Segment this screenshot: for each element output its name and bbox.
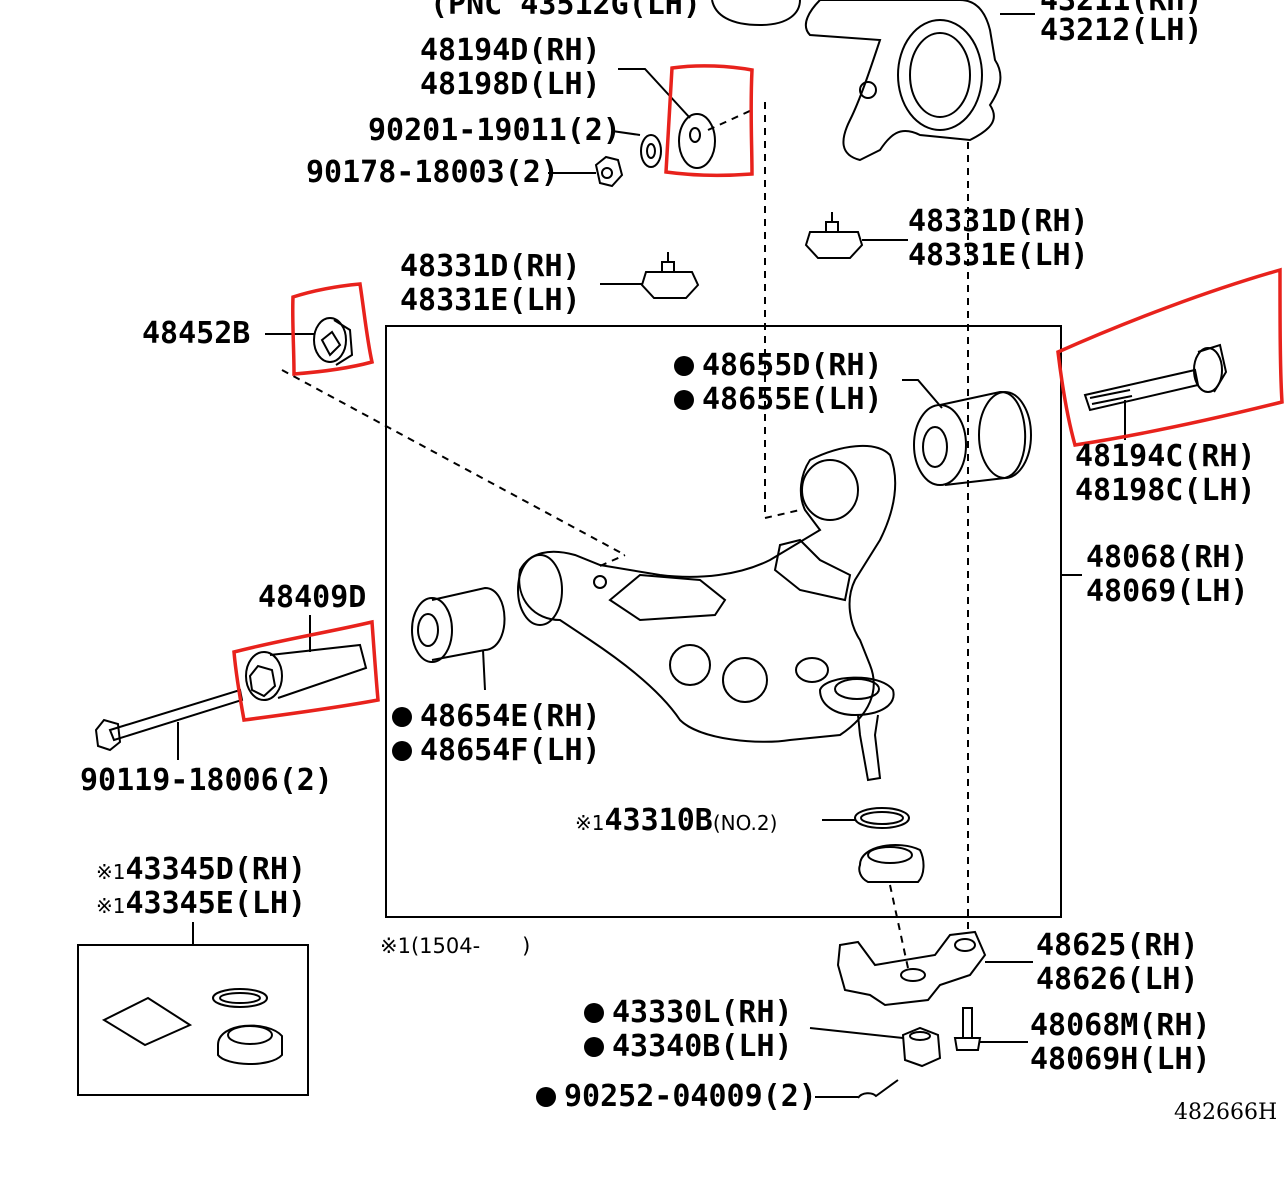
label-48331e-lh-upper: 48331E(LH)	[908, 238, 1089, 273]
label-48198d-lh: 48198D(LH)	[420, 67, 601, 102]
label-48654f-lh-text: 48654F(LH)	[420, 733, 601, 768]
label-90252-04009: 90252-04009(2)	[536, 1080, 817, 1114]
bullet-dot	[584, 1003, 604, 1023]
ref-mark: ※1	[575, 811, 605, 835]
label-90252-04009-text: 90252-04009(2)	[564, 1079, 817, 1114]
bullet-dot	[674, 390, 694, 410]
label-48331d-rh: 48331D(RH)	[400, 249, 581, 284]
highlight-camber-plate	[664, 64, 754, 178]
ref-mark: ※1	[96, 860, 126, 884]
camber-cam-plate	[618, 68, 716, 169]
ball-joint-kit-box	[77, 944, 309, 1096]
label-43345d-rh-text: 43345D(RH)	[125, 852, 307, 887]
footnote-production-date: ※1(1504- )	[380, 934, 531, 958]
nut-90178	[548, 155, 624, 188]
label-48654f-lh: 48654F(LH)	[392, 734, 601, 768]
label-48331e-lh: 48331E(LH)	[400, 283, 581, 318]
bushing-48654e	[411, 586, 506, 691]
cam-bolt-48194c	[1083, 343, 1228, 440]
label-43345d-rh: ※143345D(RH)	[96, 853, 306, 889]
label-48452b: 48452B	[142, 316, 251, 351]
dust-boot	[858, 844, 925, 883]
label-48194c-rh: 48194C(RH)	[1075, 439, 1256, 474]
bullet-dot	[392, 741, 412, 761]
label-90119-18006: 90119-18006(2)	[80, 763, 333, 798]
label-48409d: 48409D	[258, 580, 367, 615]
label-48655e-lh: 48655E(LH)	[674, 383, 883, 417]
highlight-cam-bolt	[1056, 267, 1284, 447]
label-48068-rh: 48068(RH)	[1086, 540, 1249, 575]
lower-arm-assembly-box	[385, 325, 1062, 918]
label-48069h-lh: 48069H(LH)	[1030, 1042, 1211, 1077]
label-48194d-rh: 48194D(RH)	[420, 33, 601, 68]
washer-90201	[611, 130, 662, 168]
bushing-48655d	[902, 379, 1032, 486]
label-48068m-rh: 48068M(RH)	[1030, 1008, 1211, 1043]
label-43310b-text: 43310B	[604, 803, 713, 838]
label-43340b-lh-text: 43340B(LH)	[612, 1029, 793, 1064]
ref-mark: ※1	[96, 894, 126, 918]
label-48069-lh: 48069(LH)	[1086, 574, 1249, 609]
bolt-90119	[94, 688, 244, 760]
highlight-cam-cap	[290, 282, 375, 376]
label-43340b-lh: 43340B(LH)	[584, 1030, 793, 1064]
label-pnc-43512g: (PNC 43512G(LH)	[430, 0, 701, 22]
highlight-cam-48409d	[232, 619, 380, 722]
label-43310b-note: (NO.2)	[712, 811, 778, 835]
steering-knuckle	[711, 0, 1035, 162]
reference-dashed-lines	[281, 102, 969, 969]
label-48654e-rh-text: 48654E(RH)	[420, 699, 601, 734]
bump-stopper-upper	[804, 212, 908, 259]
lower-control-arm	[517, 444, 897, 782]
label-48625-rh: 48625(RH)	[1036, 928, 1199, 963]
red-highlight-marks	[232, 64, 1284, 722]
label-48654e-rh: 48654E(RH)	[392, 700, 601, 734]
label-43345e-lh: ※143345E(LH)	[96, 887, 306, 923]
bolt-48068m	[953, 1007, 1028, 1051]
kit-box-parts	[101, 988, 283, 1065]
bullet-dot	[536, 1087, 556, 1107]
bump-stopper-lower	[600, 252, 700, 299]
cam-cap-48452b	[265, 317, 354, 366]
cotter-pin	[815, 1079, 899, 1099]
label-43212-lh: 43212(LH)	[1040, 13, 1203, 48]
castle-nut	[809, 1026, 942, 1068]
label-48655d-rh-text: 48655D(RH)	[702, 348, 883, 383]
bullet-dot	[392, 707, 412, 727]
label-48198c-lh: 48198C(LH)	[1075, 473, 1256, 508]
label-43330l-rh-text: 43330L(RH)	[612, 995, 793, 1030]
stabilizer-bracket	[836, 930, 1033, 1007]
label-43211-rh: 43211(RH)	[1040, 0, 1203, 18]
bullet-dot	[674, 356, 694, 376]
bullet-dot	[584, 1037, 604, 1057]
diagram-reference-number: 482666H	[1174, 1100, 1278, 1125]
label-90201-19011: 90201-19011(2)	[368, 113, 621, 148]
label-48626-lh: 48626(LH)	[1036, 962, 1199, 997]
label-48655d-rh: 48655D(RH)	[674, 349, 883, 383]
label-90178-18003: 90178-18003(2)	[306, 155, 559, 190]
label-43345e-lh-text: 43345E(LH)	[125, 886, 307, 921]
label-43330l-rh: 43330L(RH)	[584, 996, 793, 1030]
label-48331d-rh-upper: 48331D(RH)	[908, 204, 1089, 239]
label-43310b: ※143310B(NO.2)	[575, 804, 777, 840]
snap-ring-43310b	[822, 807, 910, 829]
label-48655e-lh-text: 48655E(LH)	[702, 382, 883, 417]
